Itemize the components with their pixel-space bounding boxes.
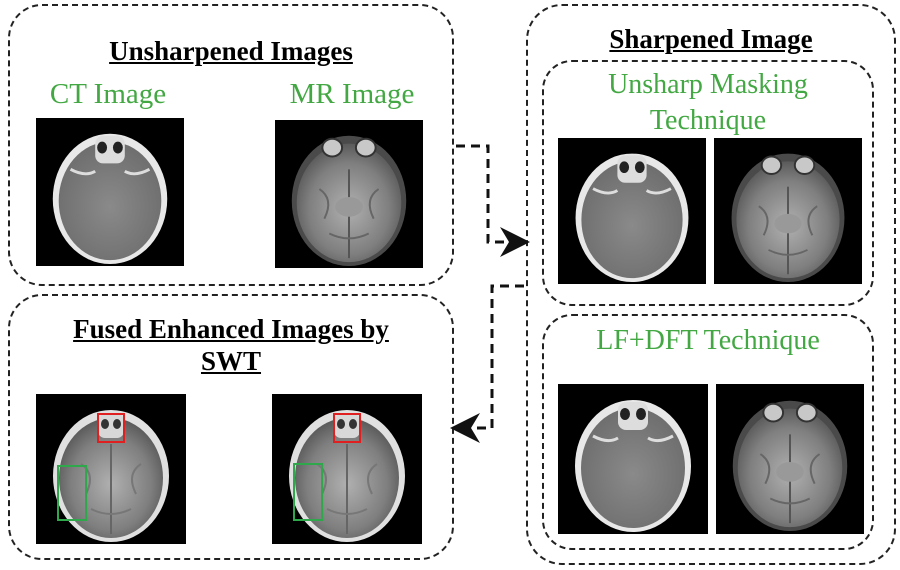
unsharpened-images-panel: Unsharpened Images CT Image MR Image [8,4,454,286]
ct-image [36,118,184,266]
unsharp-mr-image [714,138,862,284]
sharpened-image-panel: Sharpened Image [526,4,896,565]
arrow-to-fused [450,284,524,443]
lf-dft-mr-image [716,384,864,534]
mr-image [275,120,423,268]
sharpened-image-title: Sharpened Image [609,24,813,54]
unsharp-masking-label-line1: Unsharp Masking [608,69,808,100]
fused-images-title-line2: SWT [200,346,262,376]
ct-image-label: CT Image [49,78,167,110]
lf-dft-ct-image [558,384,708,534]
fused-image-2 [272,394,422,544]
mr-image-label: MR Image [289,78,415,110]
lf-dft-panel: LF+DFT Technique [542,314,874,550]
fused-images-title-line1: Fused Enhanced Images by [73,314,389,344]
unsharpened-images-title: Unsharpened Images [109,36,353,66]
fused-image-1 [36,394,186,544]
arrow-to-sharpened [456,144,530,257]
unsharp-masking-panel: Unsharp Masking Technique [542,60,874,306]
unsharp-masking-label-line2: Technique [649,105,767,136]
lf-dft-label: LF+DFT Technique [596,325,820,356]
unsharp-ct-image [558,138,706,284]
